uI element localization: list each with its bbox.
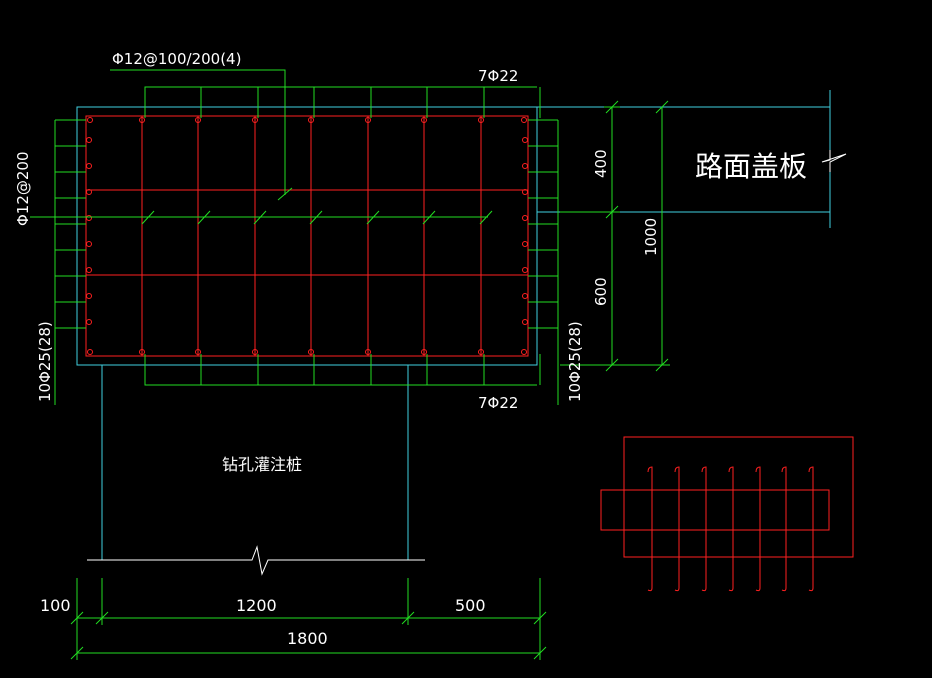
outer-stirrup bbox=[85, 115, 529, 357]
rebar-cage bbox=[85, 115, 529, 357]
dim-tick-mid bbox=[605, 205, 619, 219]
right-side-bar-dot bbox=[522, 319, 528, 325]
label-stirrup-top: Φ12@100/200(4) bbox=[112, 50, 241, 68]
left-side-bar-dot bbox=[86, 189, 92, 195]
tie-slash bbox=[197, 210, 211, 225]
detail-leg bbox=[647, 466, 653, 592]
detail-outer-box bbox=[623, 436, 854, 558]
bottom-bar-dot bbox=[252, 349, 258, 355]
label-pile: 钻孔灌注桩 bbox=[222, 455, 302, 474]
bottom-bars-leader bbox=[144, 356, 537, 386]
bottom-bar-dot bbox=[139, 349, 145, 355]
top-bars-leader bbox=[144, 86, 537, 116]
left-side-bar-dot bbox=[86, 215, 92, 221]
label-top-bars: 7Φ22 bbox=[478, 67, 518, 85]
top-bar-dot bbox=[365, 117, 371, 123]
right-bars-ticks bbox=[528, 119, 558, 329]
dim-1800-tick-left bbox=[70, 646, 84, 660]
bottom-bar-dot bbox=[478, 349, 484, 355]
dim-tick-102 bbox=[95, 611, 109, 625]
bottom-bar-dot bbox=[308, 349, 314, 355]
top-bar-dot bbox=[478, 117, 484, 123]
top-bar-dot bbox=[252, 117, 258, 123]
left-bars-ticks bbox=[55, 119, 86, 329]
dim-tick-bottom bbox=[605, 358, 619, 372]
right-side-bar-dot bbox=[522, 163, 528, 169]
label-bottom-bars: 7Φ22 bbox=[478, 394, 518, 412]
top-bar-dot bbox=[521, 117, 527, 123]
tie-slash bbox=[141, 210, 155, 225]
top-bar-dot bbox=[87, 117, 93, 123]
top-bar-dot bbox=[195, 117, 201, 123]
stirrup-leader bbox=[110, 69, 286, 195]
pile-break-symbol bbox=[87, 545, 425, 576]
top-bar-dot bbox=[421, 117, 427, 123]
bottom-bar-dot bbox=[421, 349, 427, 355]
label-side-stirrup-left: Φ12@200 bbox=[14, 151, 32, 226]
dim-label-100: 100 bbox=[40, 596, 71, 615]
top-bar-dot bbox=[139, 117, 145, 123]
left-side-bar-dot bbox=[86, 267, 92, 273]
left-side-bar-dot bbox=[86, 293, 92, 299]
dim-label-1800: 1800 bbox=[287, 629, 328, 648]
detail-inner-bar bbox=[600, 489, 830, 531]
middle-tie-slashes bbox=[55, 210, 493, 225]
detail-leg bbox=[701, 466, 707, 592]
right-side-bar-dot bbox=[522, 189, 528, 195]
left-side-bar-dot bbox=[86, 163, 92, 169]
detail-leg bbox=[728, 466, 734, 592]
detail-leg bbox=[808, 466, 814, 592]
tie-slash bbox=[366, 210, 380, 225]
dim-tick-408 bbox=[401, 611, 415, 625]
left-side-bar-dot bbox=[86, 241, 92, 247]
tie-slash bbox=[422, 210, 436, 225]
left-side-bar-dot bbox=[86, 319, 92, 325]
tie-slash bbox=[479, 210, 493, 225]
right-side-bar-dot bbox=[522, 293, 528, 299]
dim-label-600: 600 bbox=[592, 277, 610, 306]
detail-stirrup-legs bbox=[647, 466, 814, 592]
tie-slash bbox=[253, 210, 267, 225]
label-road-slab: 路面盖板 bbox=[695, 150, 807, 183]
bottom-bar-dot bbox=[87, 349, 93, 355]
detail-diagram bbox=[600, 436, 854, 592]
dim-label-500: 500 bbox=[455, 596, 486, 615]
top-bars-ticks bbox=[144, 87, 541, 118]
tie-slash bbox=[309, 210, 323, 225]
bottom-bar-dot bbox=[365, 349, 371, 355]
left-side-stirrup-leader bbox=[30, 120, 56, 218]
dim-1000-tick-bottom bbox=[655, 358, 669, 372]
detail-leg bbox=[674, 466, 680, 592]
stirrup-leader-tick bbox=[277, 187, 293, 201]
top-bar-dot bbox=[308, 117, 314, 123]
bottom-bar-dot bbox=[195, 349, 201, 355]
bottom-bar-dot bbox=[521, 349, 527, 355]
dim-tick-540 bbox=[533, 611, 547, 625]
dim-label-1000: 1000 bbox=[642, 218, 660, 256]
right-side-bar-dot bbox=[522, 215, 528, 221]
break-lines bbox=[87, 150, 847, 576]
left-side-bar-dot bbox=[86, 137, 92, 143]
beam-section-outline bbox=[76, 106, 538, 366]
dim-label-400: 400 bbox=[592, 149, 610, 178]
dim-label-1200: 1200 bbox=[236, 596, 277, 615]
right-side-bar-dot bbox=[522, 267, 528, 273]
road-slab-break-symbol bbox=[821, 150, 847, 172]
longitudinal-bars bbox=[86, 117, 528, 355]
detail-leg bbox=[755, 466, 761, 592]
detail-leg bbox=[781, 466, 787, 592]
leader-lines bbox=[30, 69, 670, 660]
label-side-bars-left: 10Φ25(28) bbox=[36, 321, 54, 402]
dim-tick-top bbox=[605, 100, 619, 114]
right-side-bar-dot bbox=[522, 137, 528, 143]
vertical-stirrup-legs bbox=[141, 116, 482, 356]
dim-1800-tick-right bbox=[533, 646, 547, 660]
label-side-bars-right: 10Φ25(28) bbox=[566, 321, 584, 402]
bottom-bars-ticks bbox=[144, 354, 541, 385]
right-side-bar-dot bbox=[522, 241, 528, 247]
dim-1000-tick-top bbox=[655, 100, 669, 114]
dim-tick-77 bbox=[70, 611, 84, 625]
